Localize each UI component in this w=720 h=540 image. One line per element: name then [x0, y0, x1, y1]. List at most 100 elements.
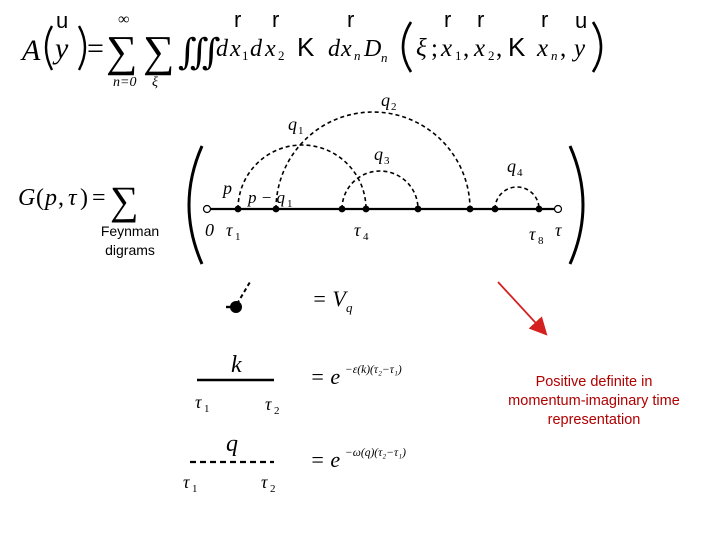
G-tau: τ: [68, 185, 78, 211]
formula-Dn-sub: n: [381, 50, 388, 65]
paren-right-A: [77, 25, 87, 71]
sum-xi-symbol: ∑: [143, 27, 174, 76]
sum-n-symbol: ∑: [106, 27, 137, 76]
label-tau4-sub: 4: [363, 231, 369, 243]
rule-electron: k τ 1 τ 2 = e −ε(k)(τ₂−τ₁): [195, 352, 402, 417]
paren-right-arg: [591, 21, 603, 73]
r-mark-3: r: [347, 7, 354, 32]
formula-K2: K: [508, 32, 526, 62]
k-tau1-sub: 1: [204, 403, 210, 415]
k-label: k: [231, 352, 242, 378]
u-mark-1: u: [56, 8, 68, 33]
formula-ax1: x: [440, 35, 452, 62]
formula-comma2: ,: [496, 35, 502, 62]
paren-left-arg: [401, 21, 413, 73]
bracket-right: [568, 145, 585, 265]
q-eq: = e: [310, 447, 340, 472]
G-sum: ∑: [110, 178, 139, 223]
vertex: [338, 205, 346, 213]
formula-x1-sub: 1: [242, 48, 249, 63]
k-tau2: τ: [265, 394, 272, 414]
k-exp: −ε(k)(τ₂−τ₁): [345, 364, 402, 376]
label-q2-sub: 2: [391, 101, 397, 113]
vertex: [414, 205, 422, 213]
label-q1: q: [288, 114, 297, 134]
rule-phonon: q τ 1 τ 2 = e −ω(q)(τ₂−τ₁): [183, 431, 406, 495]
arc-q2: [275, 111, 471, 210]
formula-equals: =: [87, 32, 104, 65]
q-tau2: τ: [261, 472, 268, 492]
label-q4: q: [507, 156, 516, 176]
rule-vertex: = V q: [226, 281, 353, 315]
label-p-minus-q1: p − q: [247, 188, 285, 207]
vertex: [362, 205, 370, 213]
formula-ax1-sub: 1: [455, 48, 462, 63]
formula-x1: x: [229, 36, 241, 62]
formula-d1: d: [216, 36, 229, 62]
annotation-arrow: [497, 281, 548, 336]
triple-integral: ∭: [178, 32, 221, 72]
formula-axn: x: [536, 35, 548, 62]
paren-left-A: [44, 25, 54, 71]
formula-d2: d: [250, 36, 263, 62]
vertex-eq: = V: [312, 286, 348, 311]
r-mark-4: r: [444, 7, 451, 32]
sum-lower: n=0: [113, 75, 136, 90]
formula-comma1: ,: [463, 35, 469, 62]
label-zero: 0: [205, 220, 214, 240]
r-mark-6: r: [541, 7, 548, 32]
formula-ax2: x: [473, 35, 485, 62]
G-open-paren: (: [36, 185, 44, 211]
label-q3-sub: 3: [384, 155, 390, 167]
G-close-paren: ): [80, 185, 88, 211]
q-exp: −ω(q)(τ₂−τ₁): [345, 447, 406, 459]
sum-upper: ∞: [118, 11, 129, 28]
endpoint-end: [553, 204, 563, 214]
G-p: p: [43, 185, 57, 211]
q-label: q: [226, 431, 238, 457]
label-tau8-sub: 8: [538, 235, 544, 247]
r-mark-5: r: [477, 7, 484, 32]
arc-q3: [341, 170, 419, 210]
feynman-caption: Feynman digrams: [100, 223, 160, 258]
vertex: [535, 205, 543, 213]
vertex: [272, 205, 280, 213]
formula-xi: ξ: [416, 35, 427, 62]
vertex: [234, 205, 242, 213]
vertex-eq-sub: q: [346, 300, 353, 315]
vertex-dot-icon: [230, 301, 242, 313]
r-mark-1: r: [234, 7, 241, 32]
u-mark-2: u: [575, 8, 587, 33]
label-q3: q: [374, 144, 383, 164]
G-letter: G: [18, 185, 35, 211]
formula-axn-sub: n: [551, 48, 558, 63]
G-equals: =: [92, 185, 106, 211]
q-tau2-sub: 2: [270, 483, 276, 495]
formula-top: A y u = ∞ ∑ n=0 ∑ ξ ∭ r r r d x 1 d x 2 …: [20, 7, 603, 90]
formula-y: y: [52, 32, 69, 65]
q-tau1-sub: 1: [192, 483, 198, 495]
formula-xn-sub: n: [354, 48, 361, 63]
formula-A: A: [20, 34, 41, 67]
k-tau1: τ: [195, 392, 202, 412]
formula-semicolon: ;: [431, 35, 438, 62]
formula-dn: d: [328, 36, 341, 62]
q-tau1: τ: [183, 472, 190, 492]
label-tau: τ: [555, 220, 562, 240]
label-q4-sub: 4: [517, 167, 523, 179]
formula-ax2-sub: 2: [488, 48, 495, 63]
vertex: [466, 205, 474, 213]
endpoint-start: [202, 204, 212, 214]
label-tau1-sub: 1: [235, 231, 241, 243]
formula-xn: x: [340, 36, 352, 62]
G-comma: ,: [58, 185, 64, 211]
k-eq: = e: [310, 364, 340, 389]
arc-q4: [494, 186, 540, 210]
label-tau8: τ: [529, 224, 536, 244]
label-q1-sub: 1: [298, 125, 304, 137]
annotation-text: Positive definite in momentum-imaginary …: [508, 374, 680, 428]
vertex-dashed-leg: [236, 281, 251, 305]
label-tau4: τ: [354, 220, 361, 240]
arc-q1: [237, 144, 367, 210]
